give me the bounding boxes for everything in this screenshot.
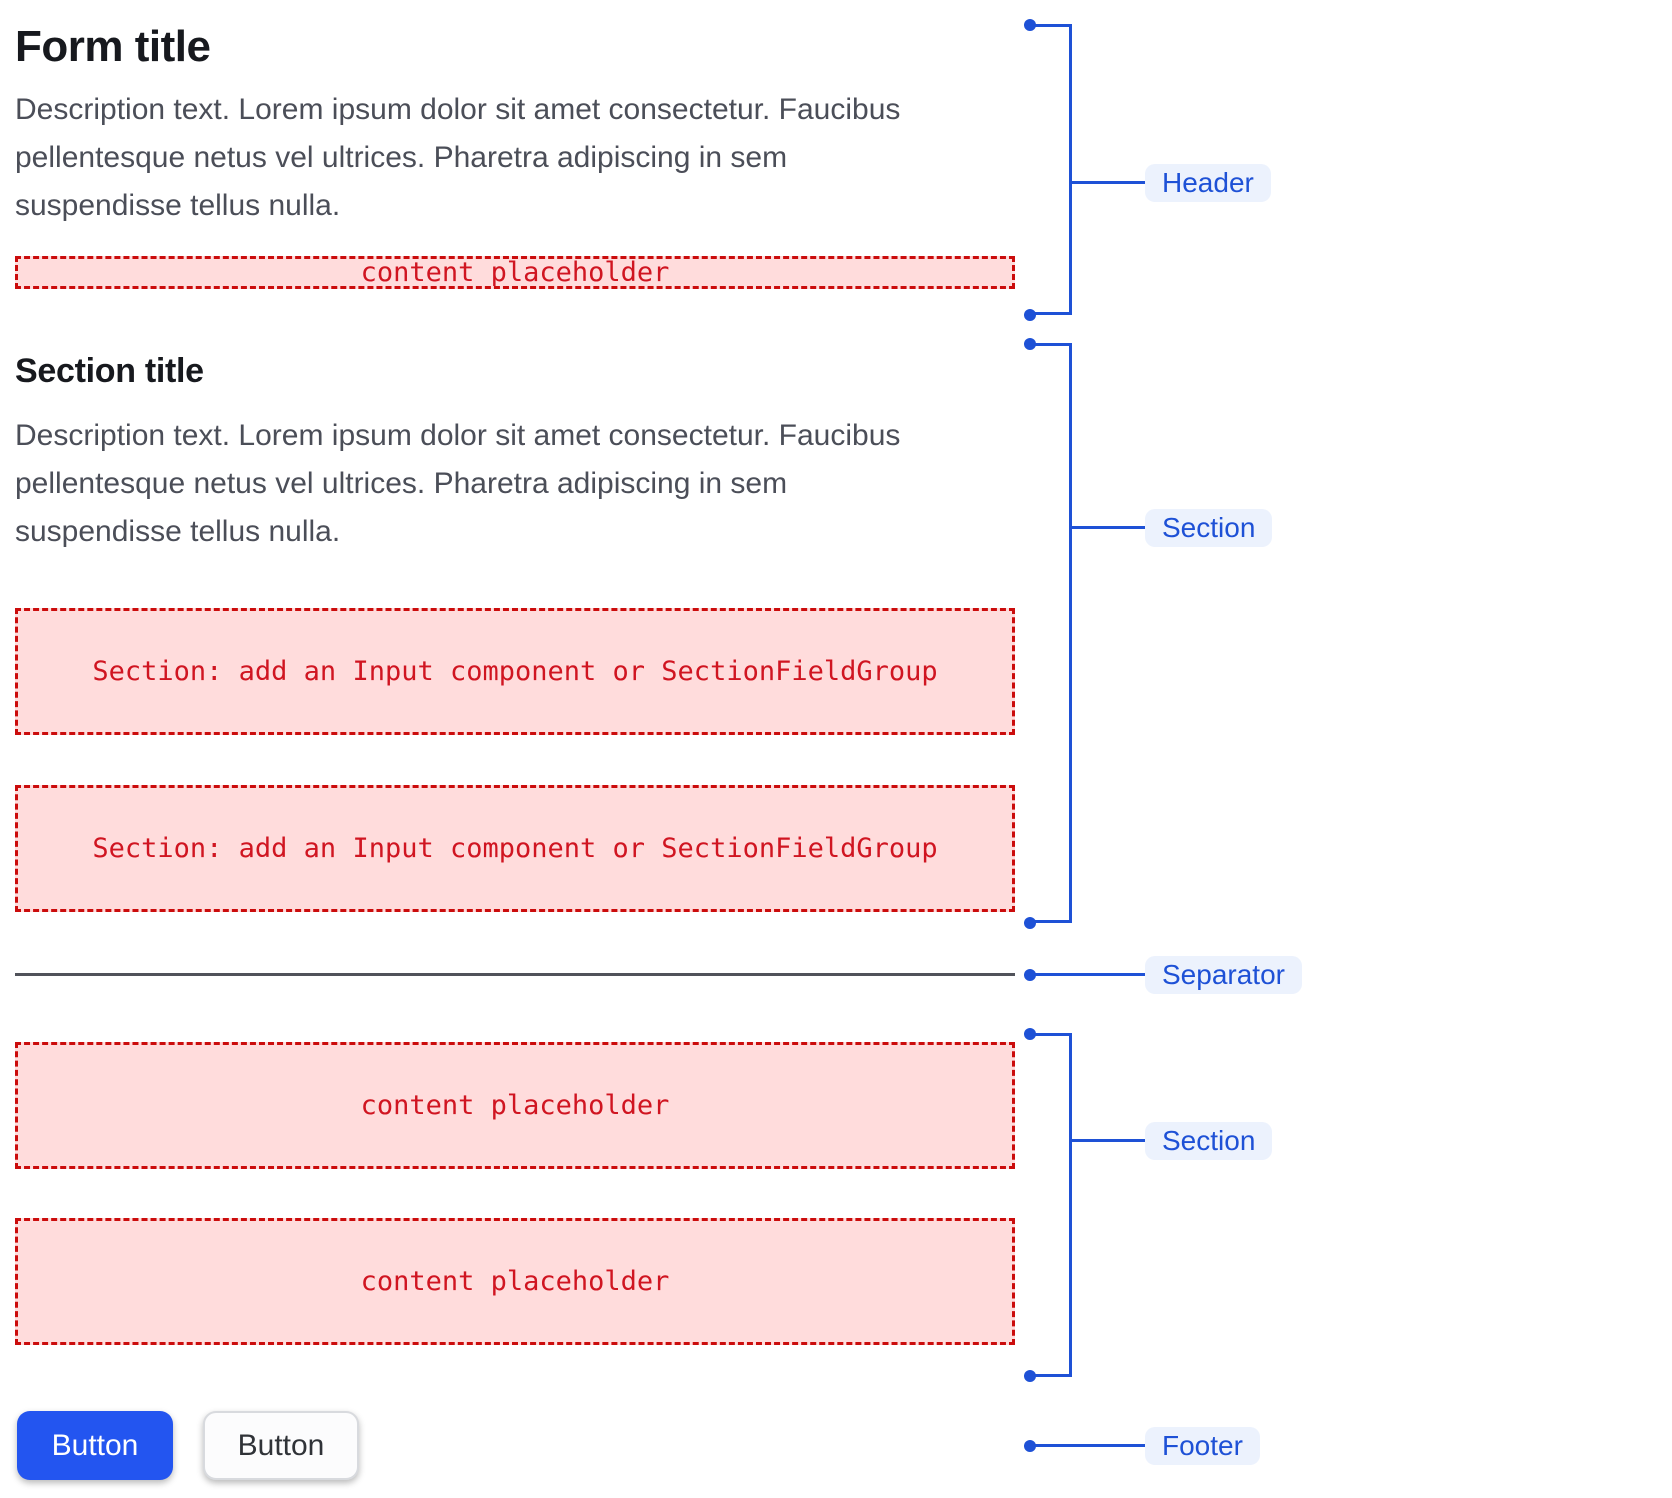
secondary-button[interactable]: Button: [203, 1411, 359, 1480]
bracket-dot: [1024, 309, 1036, 321]
bracket-tick: [1072, 181, 1145, 184]
section-field-placeholder-text: Section: add an Input component or Secti…: [92, 833, 938, 864]
bracket-dot: [1024, 1370, 1036, 1382]
bracket-line: [1069, 24, 1072, 315]
bracket-line: [1030, 1374, 1070, 1377]
content-placeholder-text: content placeholder: [360, 1266, 670, 1297]
form-title: Form title: [15, 22, 211, 71]
bracket-line: [1030, 343, 1070, 346]
bracket-line: [1069, 343, 1072, 923]
bracket-line: [1030, 1033, 1070, 1036]
bracket-tick: [1072, 526, 1145, 529]
separator-annotation-label: Separator: [1145, 956, 1302, 994]
primary-button[interactable]: Button: [17, 1411, 173, 1480]
bracket-dot: [1024, 917, 1036, 929]
callout-line: [1030, 1444, 1145, 1447]
callout-line: [1030, 973, 1145, 976]
form-description: Description text. Lorem ipsum dolor sit …: [15, 93, 901, 222]
content-placeholder-text: content placeholder: [360, 1090, 670, 1121]
header-content-placeholder: content placeholder: [15, 256, 1015, 289]
footer-annotation-label: Footer: [1145, 1427, 1260, 1465]
section-field-placeholder: Section: add an Input component or Secti…: [15, 785, 1015, 912]
section-field-placeholder: Section: add an Input component or Secti…: [15, 608, 1015, 735]
separator-line: [15, 973, 1015, 976]
content-placeholder: content placeholder: [15, 1042, 1015, 1169]
content-placeholder: content placeholder: [15, 1218, 1015, 1345]
section-title: Section title: [15, 352, 204, 390]
bracket-line: [1030, 312, 1070, 315]
section-annotation-label: Section: [1145, 1122, 1273, 1160]
header-content-placeholder-text: content placeholder: [360, 257, 670, 288]
bracket-line: [1069, 1033, 1072, 1377]
bracket-tick: [1072, 1139, 1145, 1142]
bracket-line: [1030, 24, 1070, 27]
section-description: Description text. Lorem ipsum dolor sit …: [15, 419, 901, 548]
bracket-line: [1030, 920, 1070, 923]
section-field-placeholder-text: Section: add an Input component or Secti…: [92, 656, 938, 687]
header-annotation-label: Header: [1145, 164, 1271, 202]
section-annotation-label: Section: [1145, 509, 1273, 547]
